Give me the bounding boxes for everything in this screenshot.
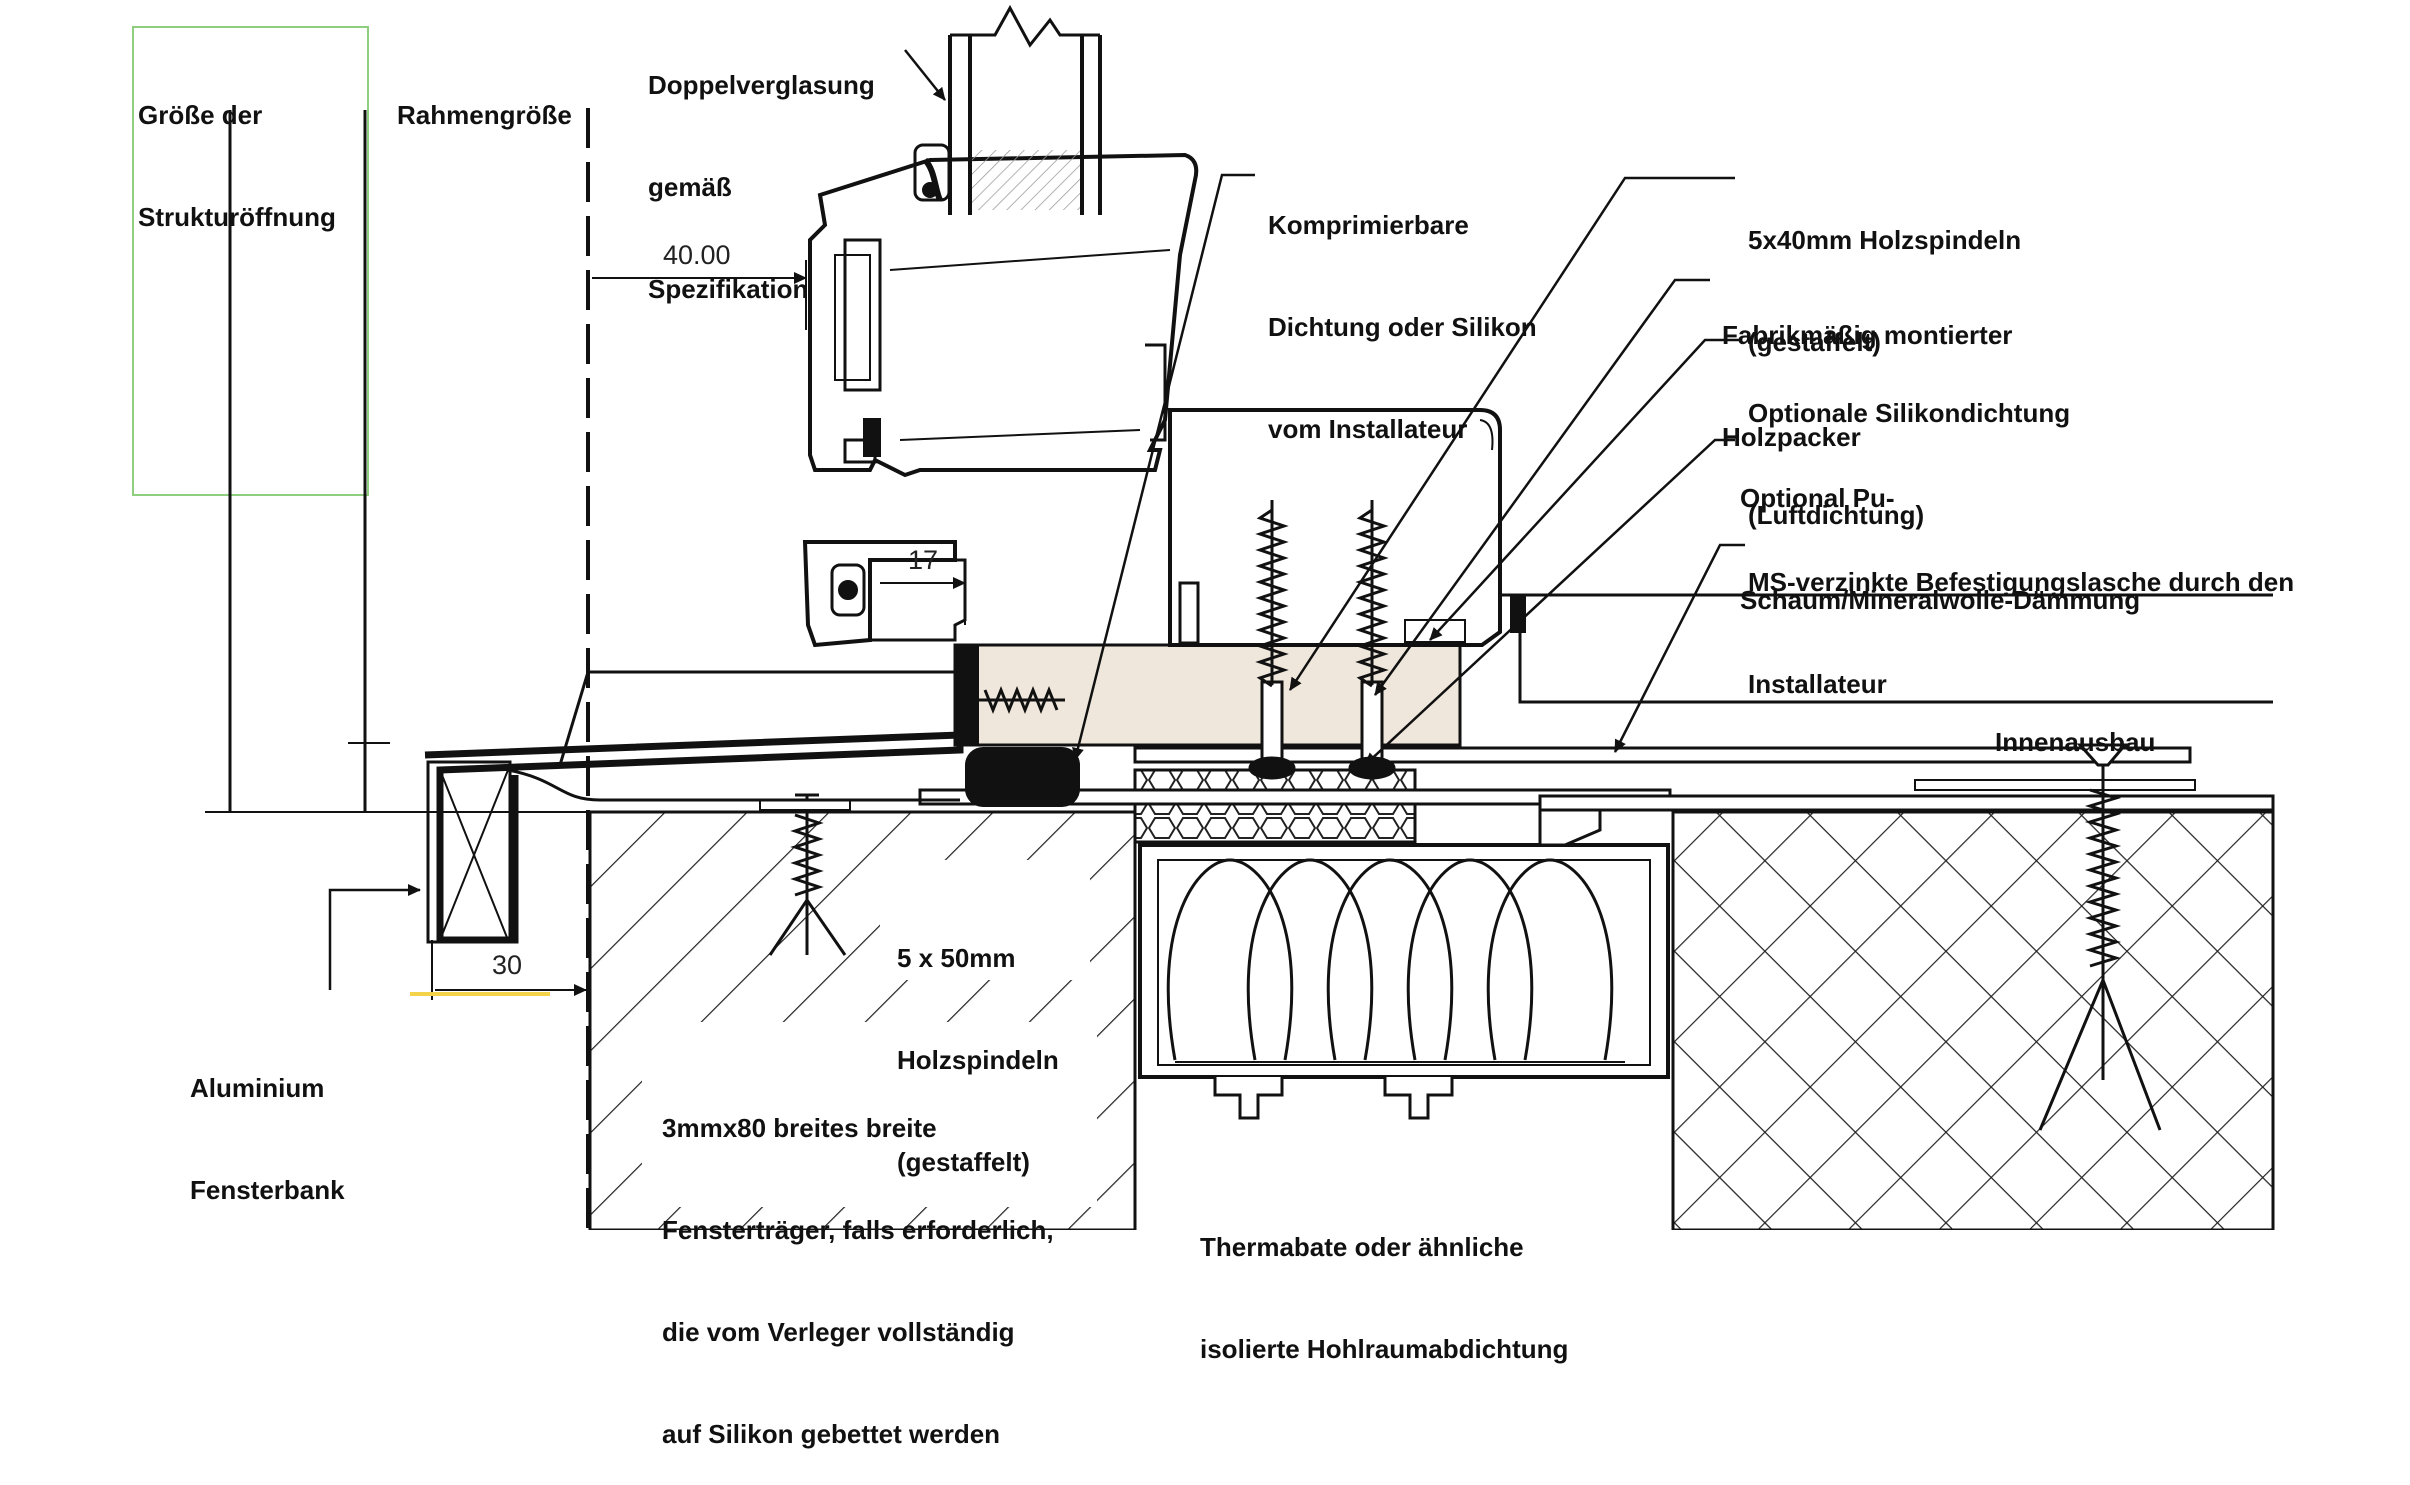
- label-wood-screws-50: 5 x 50mm Holzspindeln (gestaffelt): [897, 873, 1059, 1213]
- label-line: 3mmx80 breites breite: [662, 1113, 937, 1143]
- label-line: vom Installateur: [1268, 414, 1468, 444]
- label-line: die vom Verleger vollständig: [662, 1317, 1015, 1347]
- label-line: MS-verzinkte Befestigungslasche durch de…: [1748, 567, 2295, 597]
- cavity-closer: [1138, 843, 1670, 1079]
- label-line: isolierte Hohlraumabdichtung: [1200, 1334, 1569, 1364]
- wood-screw-50mm: [768, 793, 847, 956]
- dimension-text-40: 40.00: [663, 240, 731, 270]
- label-line: Thermabate oder ähnliche: [1200, 1232, 1524, 1262]
- label-line: Installateur: [1748, 669, 1887, 699]
- label-line: Holzspindeln: [897, 1045, 1059, 1075]
- label-wood-screws-40: 5x40mm Holzspindeln (gestaffelt): [1748, 155, 2021, 393]
- label-pu-foam: Optional Pu- Schaum/Mineralwolle-Dämmung: [1740, 413, 2140, 651]
- label-line: Aluminium: [190, 1073, 325, 1103]
- label-aluminium-sill: Aluminium Fensterbank: [190, 1003, 345, 1241]
- label-line: auf Silikon gebettet werden: [662, 1419, 1001, 1449]
- label-line: Spezifikation: [648, 274, 809, 304]
- label-line: Fensterträger, falls erforderlich,: [662, 1215, 1054, 1245]
- label-line: Optional Pu-: [1740, 483, 1895, 513]
- label-line: Rahmengröße: [397, 100, 572, 130]
- label-fixing-strap: MS-verzinkte Befestigungslasche durch de…: [1748, 497, 2294, 735]
- label-window-bearer: 3mmx80 breites breite Fensterträger, fal…: [662, 1043, 1054, 1485]
- leader-lines: [328, 49, 1745, 990]
- interior-finish-board-2: [1538, 794, 2275, 812]
- label-line: Doppelverglasung: [648, 70, 875, 100]
- label-line: gemäß: [648, 172, 732, 202]
- cavity-closer-feet: [1213, 1077, 1454, 1120]
- label-line: Optionale Silikondichtung: [1748, 398, 2071, 428]
- label-double-glazing: Doppelverglasung gemäß Spezifikation: [648, 0, 875, 340]
- label-structure-opening: Größe der Strukturöffnung: [138, 30, 336, 268]
- window-frame-upper: [808, 152, 1199, 478]
- window-sill-section-drawing: [132, 4, 2275, 1230]
- double-glazing: [913, 4, 1102, 215]
- dimension-text-30: 30: [492, 950, 523, 980]
- label-line: Fensterbank: [190, 1175, 345, 1205]
- label-line: (Luftdichtung): [1748, 500, 1925, 530]
- inner-masonry: [1671, 810, 2275, 1230]
- interior-screw: [2038, 743, 2162, 1131]
- label-line: (gestaffelt): [897, 1147, 1030, 1177]
- dimension-30: [431, 940, 587, 1000]
- pu-foam-insulation: [1133, 768, 1417, 844]
- label-line: Schaum/Mineralwolle-Dämmung: [1740, 585, 2141, 615]
- label-line: (gestaffelt): [1748, 327, 1881, 357]
- dimension-40: [592, 260, 807, 330]
- horizontal-wood-screw: [975, 685, 1065, 715]
- aluminium-sill: [424, 731, 964, 944]
- label-line: Größe der: [138, 100, 263, 130]
- silicone-bead: [965, 747, 1080, 807]
- window-frame-lower: [1168, 408, 1502, 647]
- label-line: Dichtung oder Silikon: [1268, 312, 1537, 342]
- interior-finish-board-1: [1133, 746, 2192, 764]
- label-line: Holzpacker: [1722, 422, 1861, 452]
- label-factory-packer: Fabrikmäßig montierter Holzpacker: [1722, 250, 2012, 488]
- label-line: Komprimierbare: [1268, 210, 1469, 240]
- structure-opening-highlight: [132, 26, 369, 496]
- label-line: 5 x 50mm: [897, 943, 1016, 973]
- label-line: 5x40mm Holzspindeln: [1748, 225, 2022, 255]
- label-line: Innenausbau: [1995, 727, 2156, 757]
- dimension-17: [880, 575, 966, 625]
- label-cavity-closer: Thermabate oder ähnliche isolierte Hohlr…: [1200, 1162, 1568, 1400]
- label-frame-size: Rahmengröße: [397, 30, 572, 166]
- label-line: Strukturöffnung: [138, 202, 336, 232]
- insulation-loops: [1166, 858, 1614, 1061]
- dimension-text-17: 17: [908, 545, 939, 575]
- label-compressible-seal: Komprimierbare Dichtung oder Silikon vom…: [1268, 140, 1537, 480]
- label-interior-finish: Innenausbau: [1995, 657, 2155, 793]
- label-line: Fabrikmäßig montierter: [1722, 320, 2013, 350]
- window-sash-lower: [802, 540, 967, 648]
- label-silicone-seal: Optionale Silikondichtung (Luftdichtung): [1748, 328, 2070, 566]
